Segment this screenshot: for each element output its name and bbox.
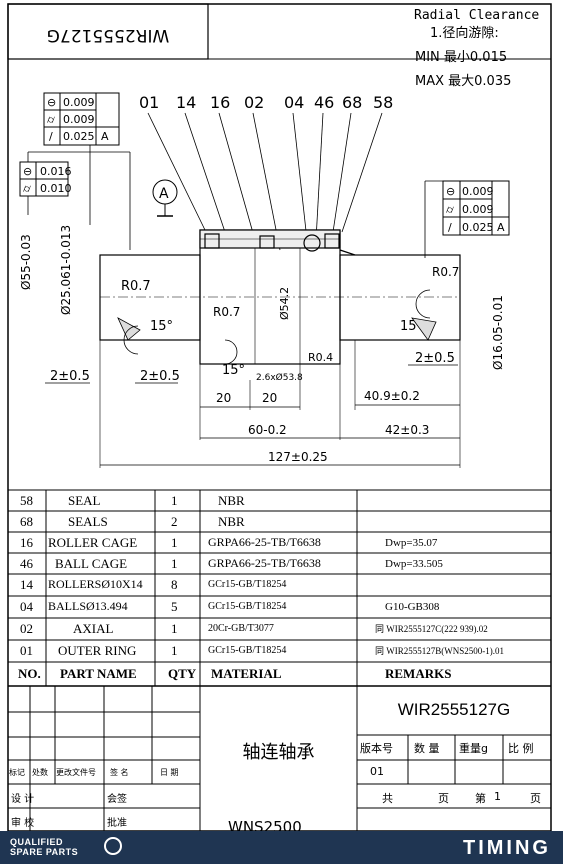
shaft-outline [99,229,461,365]
svg-text:/: / [49,130,53,143]
radial-clearance-title: Radial Clearance [414,8,539,23]
countersign-label: 会签 [107,794,127,805]
dim-ball: 2.6xØ53.8 [256,372,303,383]
qty-label: 数 量 [414,742,440,755]
svg-text:⌭: ⌭ [23,182,31,195]
bom-row-68: 68 SEALS 2 NBR [20,513,245,529]
rev-col-file: 更改文件号 [56,768,96,777]
sheet-label: 第 [475,792,486,805]
dim-20b: 20 [262,391,277,405]
tolerance-frame-left-top: ⊖ 0.009 ⌭ 0.009 / 0.025 A [43,92,120,146]
version-label: 版本号 [360,742,393,755]
dim-60: 60-0.2 [248,423,287,437]
design-label: 设 计 [11,794,35,805]
dim-20a: 20 [216,391,231,405]
svg-text:0.025: 0.025 [462,221,494,234]
svg-text:0.009: 0.009 [63,113,95,126]
mirrored-part-number: WIR2555127G [47,25,170,45]
bom-row-14: 14 ROLLERSØ10X14 8 GCr15-GB/T18254 [20,576,287,592]
tolerance-frame-left-mid: ⊖ 0.016 ⌭ 0.010 [19,161,72,197]
weight-label: 重量g [459,742,488,755]
radial-clearance-max: MAX 最大0.035 [415,74,511,89]
title-block-grid [8,686,551,831]
bom-row-04: 04 BALLSØ13.494 5 GCr15-GB/T18254 G10-GB… [20,598,440,614]
part-title: 轴连轴承 [242,742,315,763]
timing-logo: TIMING [463,837,551,859]
svg-text:0.025: 0.025 [63,130,95,143]
model-partial: WNS2500 [228,818,302,831]
leader-lines [147,112,383,251]
datum-a-label: A [159,186,169,202]
svg-text:0.009: 0.009 [63,96,95,109]
svg-text:⊖: ⊖ [23,165,32,178]
svg-text:0.009: 0.009 [462,203,494,216]
svg-text:0.016: 0.016 [40,165,72,178]
rev-col-sign: 签 名 [110,768,129,777]
version-value: 01 [370,765,384,778]
tolerance-frame-right: ⊖ 0.009 ⌭ 0.009 / 0.025 A [442,180,510,236]
dim-2-mid: 2±0.5 [140,369,180,384]
svg-text:⌭: ⌭ [47,113,55,126]
bom-row-46: 46 BALL CAGE 1 GRPA66-25-TB/T6638 Dwp=33… [20,555,443,571]
dim-d55: Ø55-0.03 [19,234,33,290]
bom-row-58: 58 SEAL 1 NBR [20,492,245,508]
scale-label: 比 例 [508,742,534,755]
rev-col-date: 日 期 [160,768,179,777]
dim-d54-2: Ø54.2 [278,287,291,320]
dim-r07-right: R0.7 [432,265,459,279]
balloon-68: 68 [342,93,362,112]
rev-col-count: 处数 [32,768,48,777]
dim-2-left: 2±0.5 [50,369,90,384]
balloon-16: 16 [210,93,230,112]
dim-r04: R0.4 [308,351,333,364]
svg-text:A: A [497,221,505,234]
rev-col-mark: 标记 [9,768,25,777]
page-label: 页 [438,792,449,805]
balloon-labels: 01 14 16 02 04 46 68 58 [139,93,393,112]
balloon-01: 01 [139,93,159,112]
dim-angle-mid: 15° [222,363,245,378]
page-label-2: 页 [530,792,541,805]
svg-text:0.010: 0.010 [40,182,72,195]
balloon-14: 14 [176,93,196,112]
brand-logo-icon [104,837,122,855]
radial-clearance-item: 1.径向游隙: [430,25,499,41]
drawing-number: WIR2555127G [397,700,511,719]
svg-text:A: A [101,130,109,143]
balloon-58: 58 [373,93,393,112]
svg-text:0.009: 0.009 [462,185,494,198]
approve-label: 批准 [107,818,127,829]
svg-text:⌭: ⌭ [446,203,454,216]
dim-d25: Ø25.061-0.013 [59,225,73,315]
bom-header-row: NO. PART NAME QTY MATERIAL REMARKS [18,666,452,681]
bom-grid [8,489,551,687]
footer-bar: QUALIFIED SPARE PARTS TIMING [0,831,563,864]
dim-127: 127±0.25 [268,450,328,464]
dim-2-right: 2±0.5 [415,351,455,366]
review-label: 审 校 [11,818,35,829]
balloon-02: 02 [244,93,264,112]
dim-d16: Ø16.05-0.01 [491,295,505,370]
svg-text:⊖: ⊖ [446,185,455,198]
dim-42: 42±0.3 [385,423,429,437]
dim-r07-left: R0.7 [121,279,151,294]
balloon-04: 04 [284,93,304,112]
bom-row-02: 02 AXIAL 1 20Cr-GB/T3077 同 WIR2555127C(2… [20,620,488,636]
balloon-46: 46 [314,93,334,112]
dim-angle-left: 15° [150,319,173,334]
total-label: 共 [382,792,393,805]
dim-40-9: 40.9±0.2 [364,389,420,403]
brand-text: QUALIFIED SPARE PARTS [10,837,79,857]
radial-clearance-min: MIN 最小0.015 [415,50,507,65]
bom-row-16: 16 ROLLER CAGE 1 GRPA66-25-TB/T6638 Dwp=… [20,534,438,550]
bom-row-01: 01 OUTER RING 1 GCr15-GB/T18254 同 WIR255… [20,642,504,658]
sheet-value: 1 [494,790,501,803]
svg-text:⊖: ⊖ [47,96,56,109]
svg-text:/: / [448,221,452,234]
dim-r07-mid: R0.7 [213,305,240,319]
